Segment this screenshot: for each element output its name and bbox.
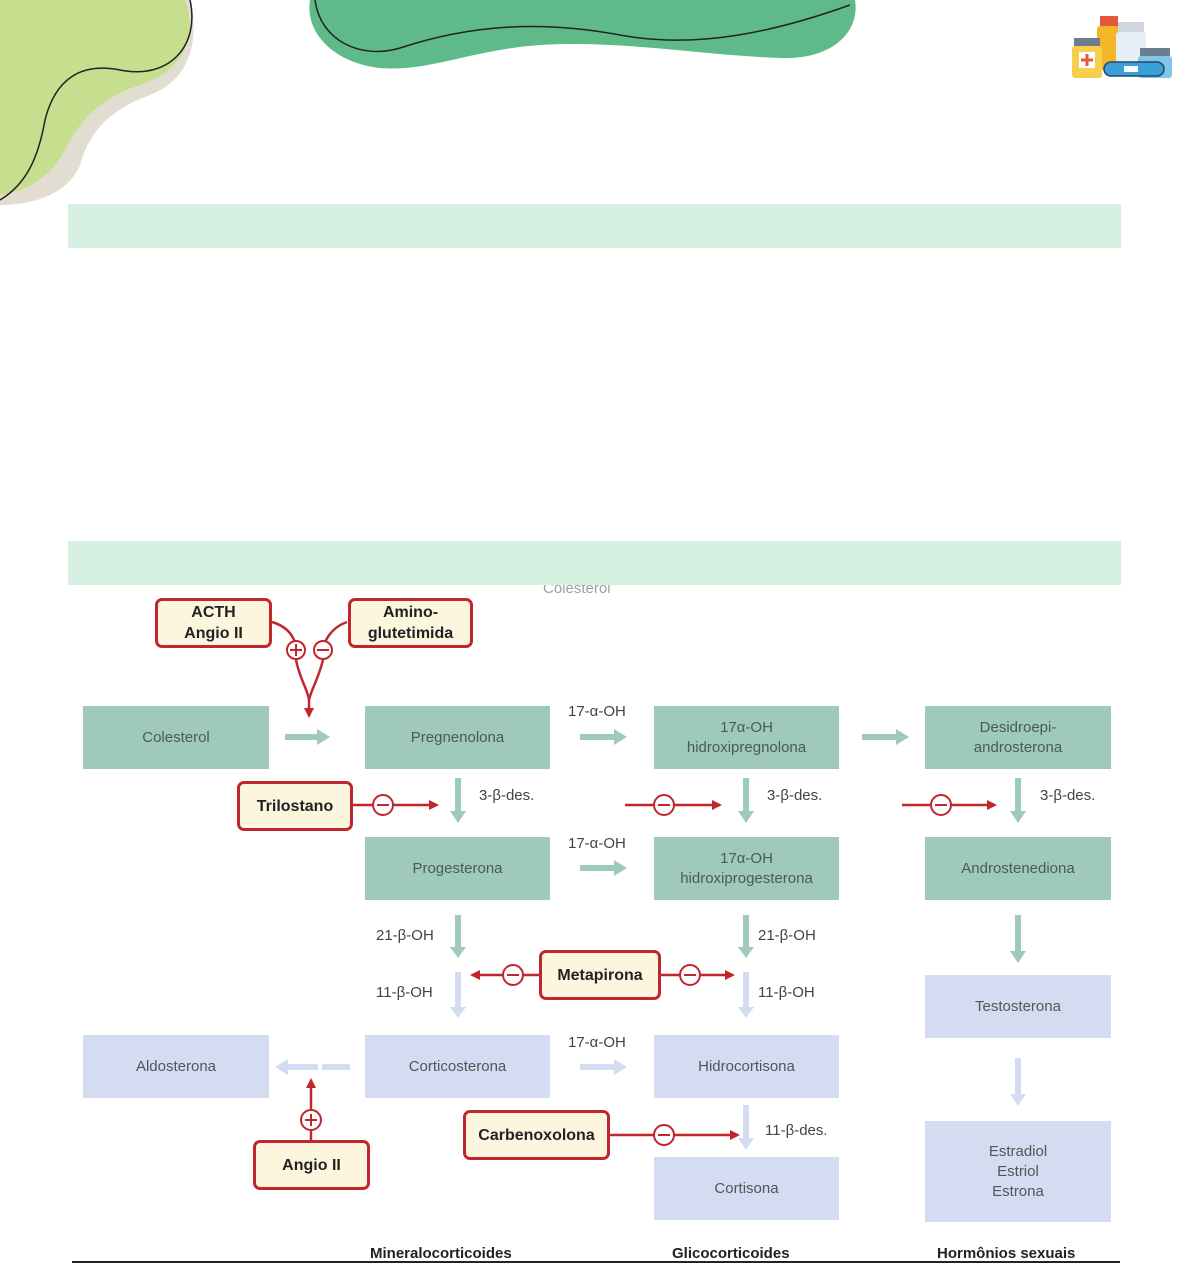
drug-trilostano: Trilostano [237,781,353,831]
drug-angio-ii: Angio II [253,1140,370,1190]
node-hidrocortisona: Hidrocortisona [654,1035,839,1098]
arrow-pregnenolona-17oh [580,729,627,745]
arrow-11oh-corticosterona [450,972,466,1018]
enzyme-17oh-row1: 17-α-OH [568,703,626,720]
enzyme-3bdes-col2: 3-β-des. [767,787,822,804]
category-glicocorticoides: Glicocorticoides [672,1245,790,1262]
node-colesterol: Colesterol [83,706,269,769]
arrow-17ohprog-21oh [738,915,754,958]
node-corticosterona: Corticosterona [365,1035,550,1098]
arrow-17oh-desidroepi [862,729,909,745]
node-17oh-hidroxipregnolona: 17α-OH hidroxipregnolona [654,706,839,769]
node-aldosterona: Aldosterona [83,1035,269,1098]
node-androstenediona: Androstenediona [925,837,1111,900]
arrow-andro-testo [1010,915,1026,963]
node-cortisona: Cortisona [654,1157,839,1220]
arrow-11oh-hidrocortisona [738,972,754,1018]
arrow-17ohpreg-17ohprog [738,778,754,823]
arrow-progesterona-17oh [580,860,627,876]
arrow-colesterol-pregnenolona [285,729,330,745]
drug-metapirona: Metapirona [539,950,661,1000]
node-desidroepiandrosterona: Desidroepi- androsterona [925,706,1111,769]
drug-acth-angio: ACTH Angio II [155,598,272,648]
enzyme-3bdes-col1: 3-β-des. [479,787,534,804]
arrow-cortico-aldo-a [275,1059,318,1075]
arrow-testo-estrogens [1010,1058,1026,1106]
node-estrogens: Estradiol Estriol Estrona [925,1121,1111,1222]
node-testosterona: Testosterona [925,975,1111,1038]
enzyme-21oh-col1: 21-β-OH [376,927,434,944]
enzyme-3bdes-col3: 3-β-des. [1040,787,1095,804]
enzyme-21oh-col2: 21-β-OH [758,927,816,944]
arrow-cortico-aldo-b [322,1064,350,1070]
drug-aminoglutetimida: Amino- glutetimida [348,598,473,648]
arrow-preg-prog [450,778,466,823]
enzyme-17oh-row3: 17-α-OH [568,1034,626,1051]
enzyme-11bdes: 11-β-des. [765,1122,828,1139]
arrow-cortico-hidro [580,1059,627,1075]
node-17oh-hidroxiprogesterona: 17α-OH hidroxiprogesterona [654,837,839,900]
node-pregnenolona: Pregnenolona [365,706,550,769]
arrow-dhea-andro [1010,778,1026,823]
arrow-prog-21oh [450,915,466,958]
enzyme-17oh-row2: 17-α-OH [568,835,626,852]
category-hormonios-sexuais: Hormônios sexuais [937,1245,1075,1262]
category-mineralocorticoides: Mineralocorticoides [370,1245,512,1262]
arrow-hidro-cortisona [738,1105,754,1150]
enzyme-11oh-col2: 11-β-OH [758,984,815,1001]
node-progesterona: Progesterona [365,837,550,900]
enzyme-11oh-col1: 11-β-OH [376,984,433,1001]
drug-carbenoxolona: Carbenoxolona [463,1110,610,1160]
